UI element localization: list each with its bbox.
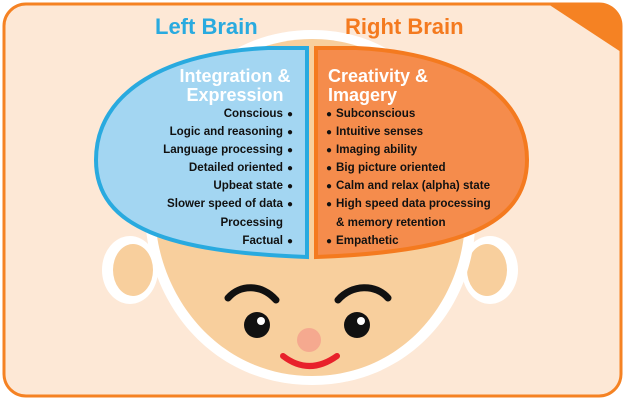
left-heading-line-1: Integration & [179,66,291,86]
left-brain-hemisphere [93,46,309,260]
left-brain-trait-item: Slower speed of data● [163,195,293,213]
bullet-dot-icon: ● [286,109,293,120]
right-brain-trait-item: ●& memory retention [326,214,491,232]
trait-label: Factual [242,233,283,247]
bullet-dot-icon: ● [326,127,333,139]
bullet-dot-icon: ● [326,163,333,175]
left-brain-trait-item: Upbeat state● [163,177,293,195]
trait-label: Slower speed of data [166,197,283,211]
trait-label: Subconscious [336,107,416,120]
left-brain-heading: Integration & Expression [170,67,300,105]
right-brain-trait-item: ●Big picture oriented [326,159,491,177]
left-brain-trait-item: Detailed oriented● [163,159,293,177]
left-brain-trait-item: Processing● [163,214,293,232]
bullet-dot-icon: ● [326,199,333,211]
bullet-dot-icon: ● [286,181,293,193]
left-brain-trait-item: Logic and reasoning● [163,123,293,141]
trait-label: Language processing [163,143,283,157]
right-brain-trait-item: ●High speed data processing [326,195,491,213]
left-heading-line-2: Expression [186,85,284,105]
smile-mouth [280,353,340,369]
trait-label: Upbeat state [213,179,283,193]
left-eyebrow [224,284,280,304]
bullet-dot-icon: ● [286,235,293,247]
right-heading-line-2: Imagery [328,85,398,105]
right-ear-icon [462,236,518,304]
trait-label: Empathetic [336,233,399,247]
right-brain-trait-item: ●Intuitive senses [326,123,491,141]
left-brain-trait-item: Factual● [163,232,293,250]
right-brain-trait-item: ●Imaging ability [326,141,491,159]
right-brain-title: Right Brain [345,14,464,39]
bullet-dot-icon: ● [286,199,293,211]
bullet-dot-icon: ● [326,235,333,247]
bullet-dot-icon: ● [326,181,333,193]
left-eye-icon [244,312,270,338]
trait-label: Detailed oriented [188,161,283,175]
trait-label: Imaging ability [336,143,418,157]
bullet-dot-icon: ● [326,109,333,120]
right-brain-hemisphere [314,46,530,260]
bullet-dot-icon: ● [286,127,293,139]
right-heading-line-1: Creativity & [328,66,429,86]
left-brain-trait-list: Conscious●Logic and reasoning●Language p… [163,105,293,250]
trait-label: & memory retention [336,215,446,229]
nose-icon [297,328,321,352]
right-brain-trait-item: ●Empathetic [326,232,491,250]
trait-label: Big picture oriented [336,161,446,175]
right-brain-heading: Creativity & Imagery [328,67,433,105]
left-brain-trait-item: Language processing● [163,141,293,159]
right-eyebrow [334,284,392,304]
trait-label: Logic and reasoning [169,125,283,139]
trait-label: Conscious [223,107,283,120]
corner-flag-icon [548,4,621,52]
trait-label: Calm and relax (alpha) state [336,179,491,193]
bullet-dot-icon: ● [286,163,293,175]
bullet-dot-icon: ● [326,145,333,157]
left-ear-icon [102,236,158,304]
trait-label: High speed data processing [336,197,491,211]
right-eye-icon [344,312,370,338]
bullet-dot-icon: ● [286,145,293,157]
left-brain-trait-item: Conscious● [163,105,293,123]
trait-label: Intuitive senses [336,125,424,139]
right-brain-trait-item: ●Subconscious [326,105,491,123]
trait-label: Processing [220,215,283,229]
left-brain-title: Left Brain [155,14,258,39]
right-brain-trait-list: ●Subconscious●Intuitive senses●Imaging a… [326,105,491,250]
right-brain-trait-item: ●Calm and relax (alpha) state [326,177,491,195]
